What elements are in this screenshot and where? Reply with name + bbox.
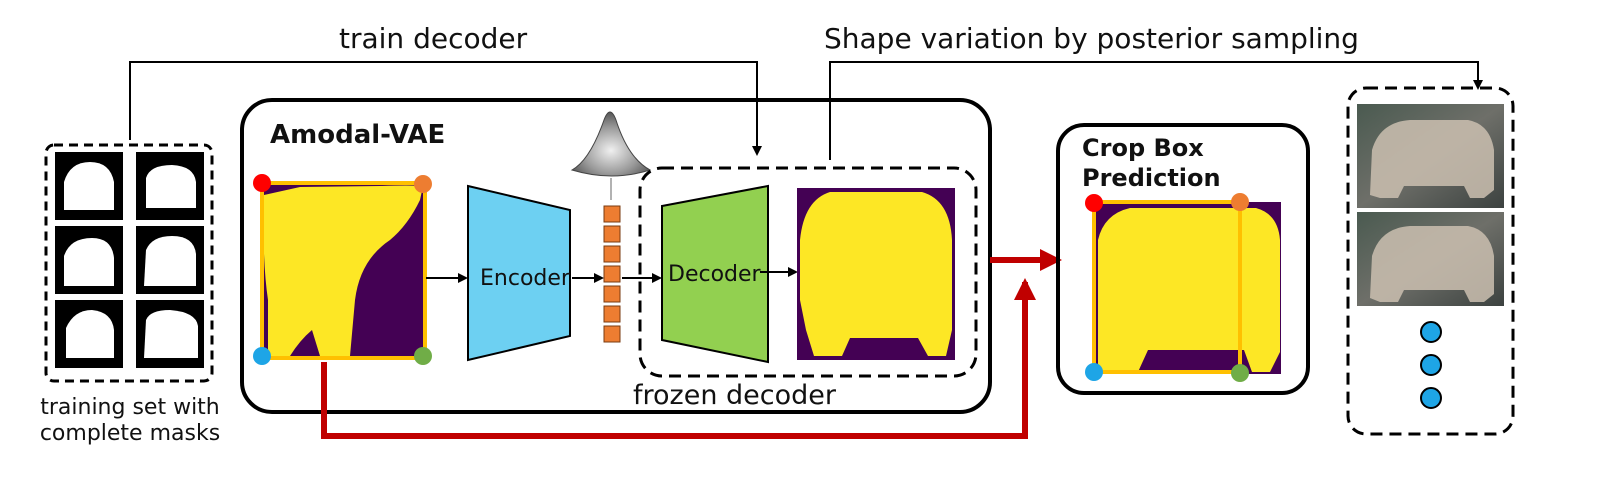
encoder-label: Encoder [480, 266, 570, 291]
gaussian-prior-icon [570, 111, 652, 200]
training-set-caption-line2: complete masks [39, 421, 221, 446]
training-set-caption-line1: training set with [40, 395, 220, 420]
crop-box-prediction-box [1056, 123, 1310, 395]
crop-box-title-line1: Crop Box [1082, 134, 1204, 162]
decoded-mask [797, 188, 955, 360]
latent-cell [603, 205, 621, 223]
more-samples-dots [1420, 321, 1442, 409]
latent-cell [603, 245, 621, 263]
training-set-box [44, 143, 214, 383]
latent-cell [603, 285, 621, 303]
sample-image-1 [1357, 104, 1504, 208]
latent-vector [603, 205, 621, 343]
amodal-vae-box [240, 98, 992, 414]
frozen-decoder-label: frozen decoder [633, 380, 836, 411]
sample-image-2 [1357, 212, 1504, 306]
latent-cell [603, 325, 621, 343]
sample-dot [1420, 354, 1442, 376]
train-decoder-connector [129, 61, 762, 156]
frozen-decoder-box [638, 166, 978, 378]
bbox-skip-arrow [321, 278, 1036, 439]
crop-box-title-line2: Prediction [1082, 164, 1221, 192]
decoder-block [661, 184, 769, 364]
sample-dot [1420, 321, 1442, 343]
sample-dot [1420, 387, 1442, 409]
latent-cell [603, 225, 621, 243]
shape-variation-connector [829, 61, 1483, 160]
latent-cell [603, 305, 621, 323]
input-mask [253, 174, 432, 365]
decoder-label: Decoder [668, 262, 761, 287]
shape-variation-label: Shape variation by posterior sampling [824, 22, 1359, 55]
encoder-block [467, 184, 571, 362]
training-mask-thumbnails [55, 152, 204, 368]
crop-box-mask [1085, 193, 1281, 382]
train-decoder-label: train decoder [339, 22, 528, 55]
latent-cell [603, 265, 621, 283]
samples-box [1346, 86, 1515, 436]
amodal-vae-title: Amodal-VAE [270, 120, 446, 150]
